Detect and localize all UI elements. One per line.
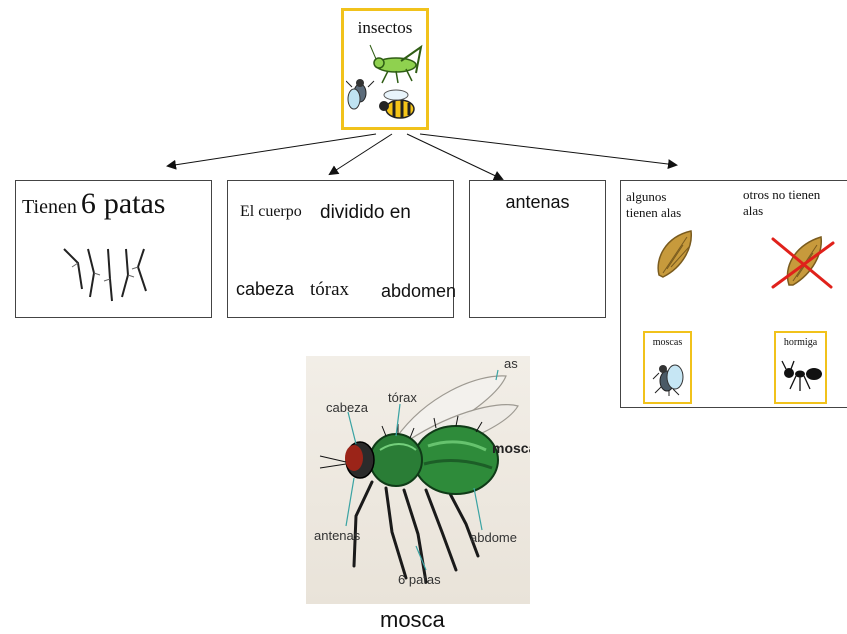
arrow-to-body — [328, 133, 393, 176]
wings-no-label: otros no tienen alas — [743, 187, 821, 218]
insects-illustration — [346, 44, 423, 119]
root-label: insectos — [357, 18, 413, 37]
fly-label-cabeza: cabeza — [326, 400, 368, 415]
crossed-wing-icon — [771, 236, 835, 289]
body-title: dividido en — [320, 202, 411, 223]
body-part-cabeza: cabeza — [236, 279, 295, 299]
wing-icon — [657, 230, 692, 278]
arrow-to-wings — [419, 133, 678, 170]
fly-label-abdomen: abdome — [470, 530, 517, 545]
bee-icon — [379, 89, 415, 119]
antennae-box: antenas — [469, 180, 606, 318]
arrow-to-legs — [166, 133, 377, 170]
example-ant-card: hormiga — [774, 331, 827, 404]
body-part-abdomen: abdomen — [381, 281, 457, 301]
body-part-torax: tórax — [310, 279, 350, 300]
fly-caption: mosca — [380, 607, 445, 632]
wings-box: algunos tienen alas otros no tienen alas… — [620, 180, 847, 408]
legs-illustration — [63, 248, 147, 302]
arrow-to-antennae — [406, 133, 504, 181]
example-fly-card: moscas — [643, 331, 692, 404]
legs-box: Tienen 6 patas — [15, 180, 212, 318]
legs-label-suffix: patas — [103, 187, 166, 220]
fly-anatomy-image: as cabeza tórax mosca antenas abdome 6 p… — [306, 356, 530, 604]
example-ant-label: hormiga — [783, 337, 818, 348]
fly-small-icon — [346, 79, 375, 110]
fly-label-mosca: mosca — [492, 440, 530, 456]
legs-heading: Tienen 6 patas — [22, 187, 165, 221]
insects-root-card: insectos — [341, 8, 429, 130]
fly-label-patas: 6 patas — [398, 572, 441, 587]
body-parts-box: El cuerpo dividido en cabeza tórax abdom… — [227, 180, 457, 318]
antennae-label: antenas — [505, 192, 570, 212]
legs-number: 6 — [80, 187, 96, 220]
legs-label-prefix: Tienen — [22, 196, 77, 218]
fly-label-alas: as — [504, 356, 518, 371]
body-lead: El cuerpo — [240, 203, 302, 220]
example-fly-label: moscas — [652, 337, 683, 348]
fly-illustration — [319, 369, 519, 584]
fly-label-torax: tórax — [388, 390, 417, 405]
ant-icon — [781, 360, 822, 391]
grasshopper-icon — [369, 44, 423, 84]
wings-yes-label: algunos tienen alas — [626, 189, 682, 220]
fly-small-icon — [652, 364, 684, 396]
fly-label-antenas: antenas — [314, 528, 361, 543]
